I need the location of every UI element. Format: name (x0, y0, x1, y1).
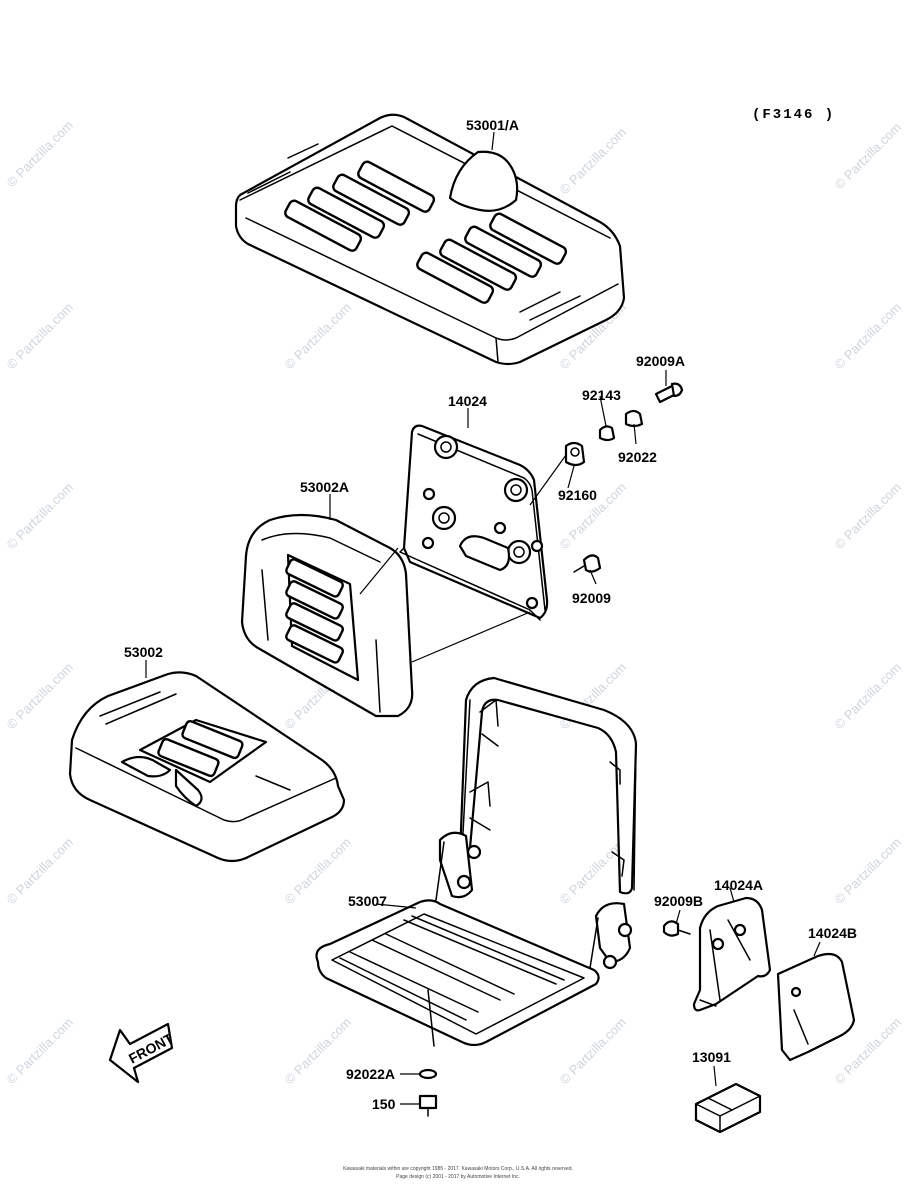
callout-14024: 14024 (448, 393, 487, 409)
callout-leaders (145, 131, 821, 1105)
watermark: © Partzilla.com (832, 300, 905, 373)
callout-14024b: 14024B (808, 925, 857, 941)
leader-line (411, 611, 531, 663)
watermark: © Partzilla.com (4, 835, 77, 908)
copyright-line: Kawasaki materials within are copyright … (343, 1166, 573, 1172)
rubber-damper (694, 1082, 762, 1134)
callout-13091: 13091 (692, 1049, 731, 1065)
watermark: © Partzilla.com (832, 835, 905, 908)
seat-cushion-top (234, 113, 626, 366)
watermark: © Partzilla.com (4, 118, 77, 191)
side-bracket (692, 896, 772, 1012)
backrest-cushion (240, 513, 414, 718)
watermark: © Partzilla.com (4, 660, 77, 733)
callout-92143: 92143 (582, 387, 621, 403)
callout-92160: 92160 (558, 487, 597, 503)
callout-53002: 53002 (124, 644, 163, 660)
callout-53002a: 53002A (300, 479, 349, 495)
leader-line (359, 547, 399, 595)
watermark: © Partzilla.com (832, 660, 905, 733)
watermark: © Partzilla.com (282, 1015, 355, 1088)
callout-92009b: 92009B (654, 893, 703, 909)
front-arrow: FRONT (108, 1022, 176, 1084)
copyright-line: Page design (c) 2001 - 2017 by Automotiv… (396, 1174, 520, 1180)
seat-frame (315, 676, 638, 1047)
watermark: © Partzilla.com (4, 1015, 77, 1088)
plate-hardware (564, 382, 684, 573)
leader-line (529, 454, 567, 506)
watermark: © Partzilla.com (4, 300, 77, 373)
watermark: © Partzilla.com (832, 480, 905, 553)
callout-14024a: 14024A (714, 877, 763, 893)
backrest-plate (399, 424, 549, 621)
watermark: © Partzilla.com (282, 300, 355, 373)
watermark: © Partzilla.com (557, 125, 630, 198)
callout-150: 150 (372, 1096, 396, 1112)
diagram-code: (F3146 ) (752, 107, 835, 123)
callout-92009: 92009 (572, 590, 611, 606)
watermark: © Partzilla.com (832, 120, 905, 193)
callout-53001a: 53001/A (466, 117, 519, 133)
callout-53007: 53007 (348, 893, 387, 909)
watermark: © Partzilla.com (557, 1015, 630, 1088)
seat-cushion (68, 671, 346, 863)
callout-92022: 92022 (618, 449, 657, 465)
side-bracket-cover (776, 952, 856, 1062)
callouts: 53001/A 92009A 92143 14024 92022 92160 5… (124, 117, 857, 1112)
callout-92022a: 92022A (346, 1066, 395, 1082)
callout-92009a: 92009A (636, 353, 685, 369)
watermark: © Partzilla.com (4, 480, 77, 553)
watermark: © Partzilla.com (282, 835, 355, 908)
frame-hardware (418, 920, 691, 1117)
